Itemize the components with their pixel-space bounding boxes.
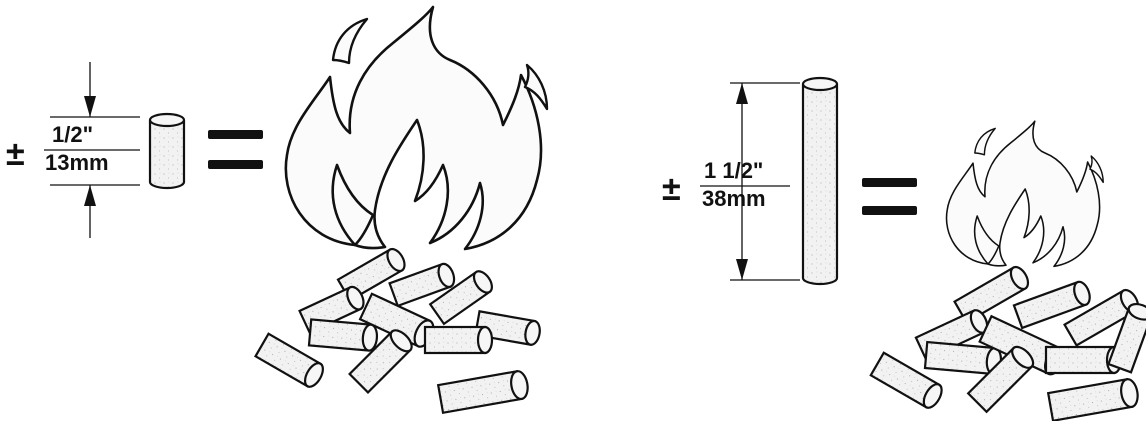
panel-long-pellet: ± 1 1/2" 38mm	[662, 76, 1146, 421]
arrow-up-icon	[736, 83, 748, 104]
small-flame-icon	[945, 120, 1104, 268]
arrow-down-icon	[84, 96, 96, 117]
arrow-up-icon	[84, 185, 96, 206]
large-flame-icon	[284, 5, 549, 251]
dimension-imperial-label: 1/2"	[52, 122, 93, 147]
long-pellet	[801, 76, 839, 286]
long-pellet-pile	[869, 265, 1146, 421]
plus-minus-symbol: ±	[6, 135, 25, 173]
short-pellet-pile	[254, 247, 541, 415]
dimension-metric-label: 13mm	[45, 150, 109, 175]
equals-sign-right	[862, 178, 917, 215]
plus-minus-symbol: ±	[662, 170, 681, 208]
dimension-imperial-label: 1 1/2"	[704, 158, 763, 183]
arrow-down-icon	[736, 259, 748, 280]
panel-short-pellet: ± 1/2" 13mm	[6, 5, 549, 415]
dimension-annotation-long: ± 1 1/2" 38mm	[662, 82, 800, 281]
short-pellet	[148, 112, 186, 190]
equals-sign-left	[208, 130, 263, 169]
dimension-metric-label: 38mm	[702, 186, 766, 211]
dimension-annotation-short: ± 1/2" 13mm	[6, 62, 140, 238]
